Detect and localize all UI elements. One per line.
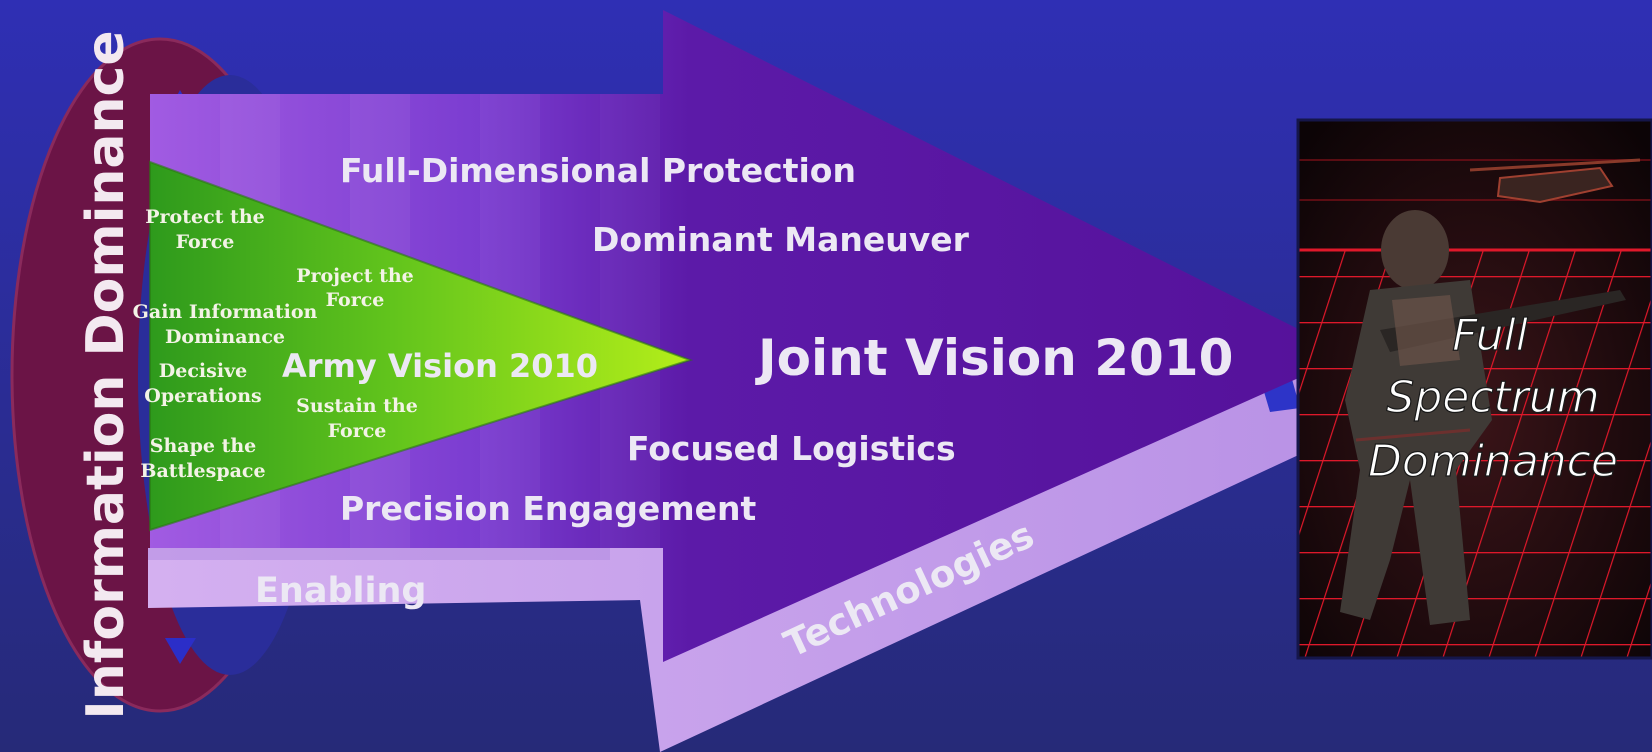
label-precision-engagement: Precision Engagement (340, 489, 757, 528)
label-sustain-force-2: Force (328, 420, 387, 442)
image-frame (1296, 118, 1652, 660)
label-project-force-2: Force (326, 289, 385, 311)
full-spectrum-image (1298, 120, 1652, 658)
label-shape-battlespace-2: Battlespace (140, 460, 265, 482)
army-vision-cone (149, 160, 694, 532)
label-gain-information-1: Gain Information (133, 301, 318, 323)
ring-wedge-bottom (165, 638, 196, 664)
label-army-vision: Army Vision 2010 (282, 347, 598, 385)
label-gain-information-2: Dominance (165, 326, 285, 348)
soldier-figure (1340, 210, 1626, 625)
label-full-dimensional-protection: Full-Dimensional Protection (340, 151, 856, 190)
label-protect-force-2: Force (176, 231, 235, 253)
side-label: Information Dominance (76, 30, 136, 719)
label-joint-vision: Joint Vision 2010 (755, 329, 1233, 387)
label-project-force-1: Project the (296, 265, 414, 287)
label-spectrum: Spectrum (1386, 372, 1599, 423)
label-sustain-force-1: Sustain the (296, 395, 418, 417)
label-full: Full (1452, 310, 1529, 361)
label-focused-logistics: Focused Logistics (627, 429, 956, 468)
label-dominant-maneuver: Dominant Maneuver (592, 220, 970, 259)
label-enabling: Enabling (255, 571, 426, 611)
label-decisive-operations-2: Operations (144, 385, 261, 407)
label-shape-battlespace-1: Shape the (150, 435, 257, 457)
label-dominance: Dominance (1368, 436, 1618, 487)
label-protect-force-1: Protect the (145, 206, 264, 228)
label-decisive-operations-1: Decisive (159, 360, 247, 382)
